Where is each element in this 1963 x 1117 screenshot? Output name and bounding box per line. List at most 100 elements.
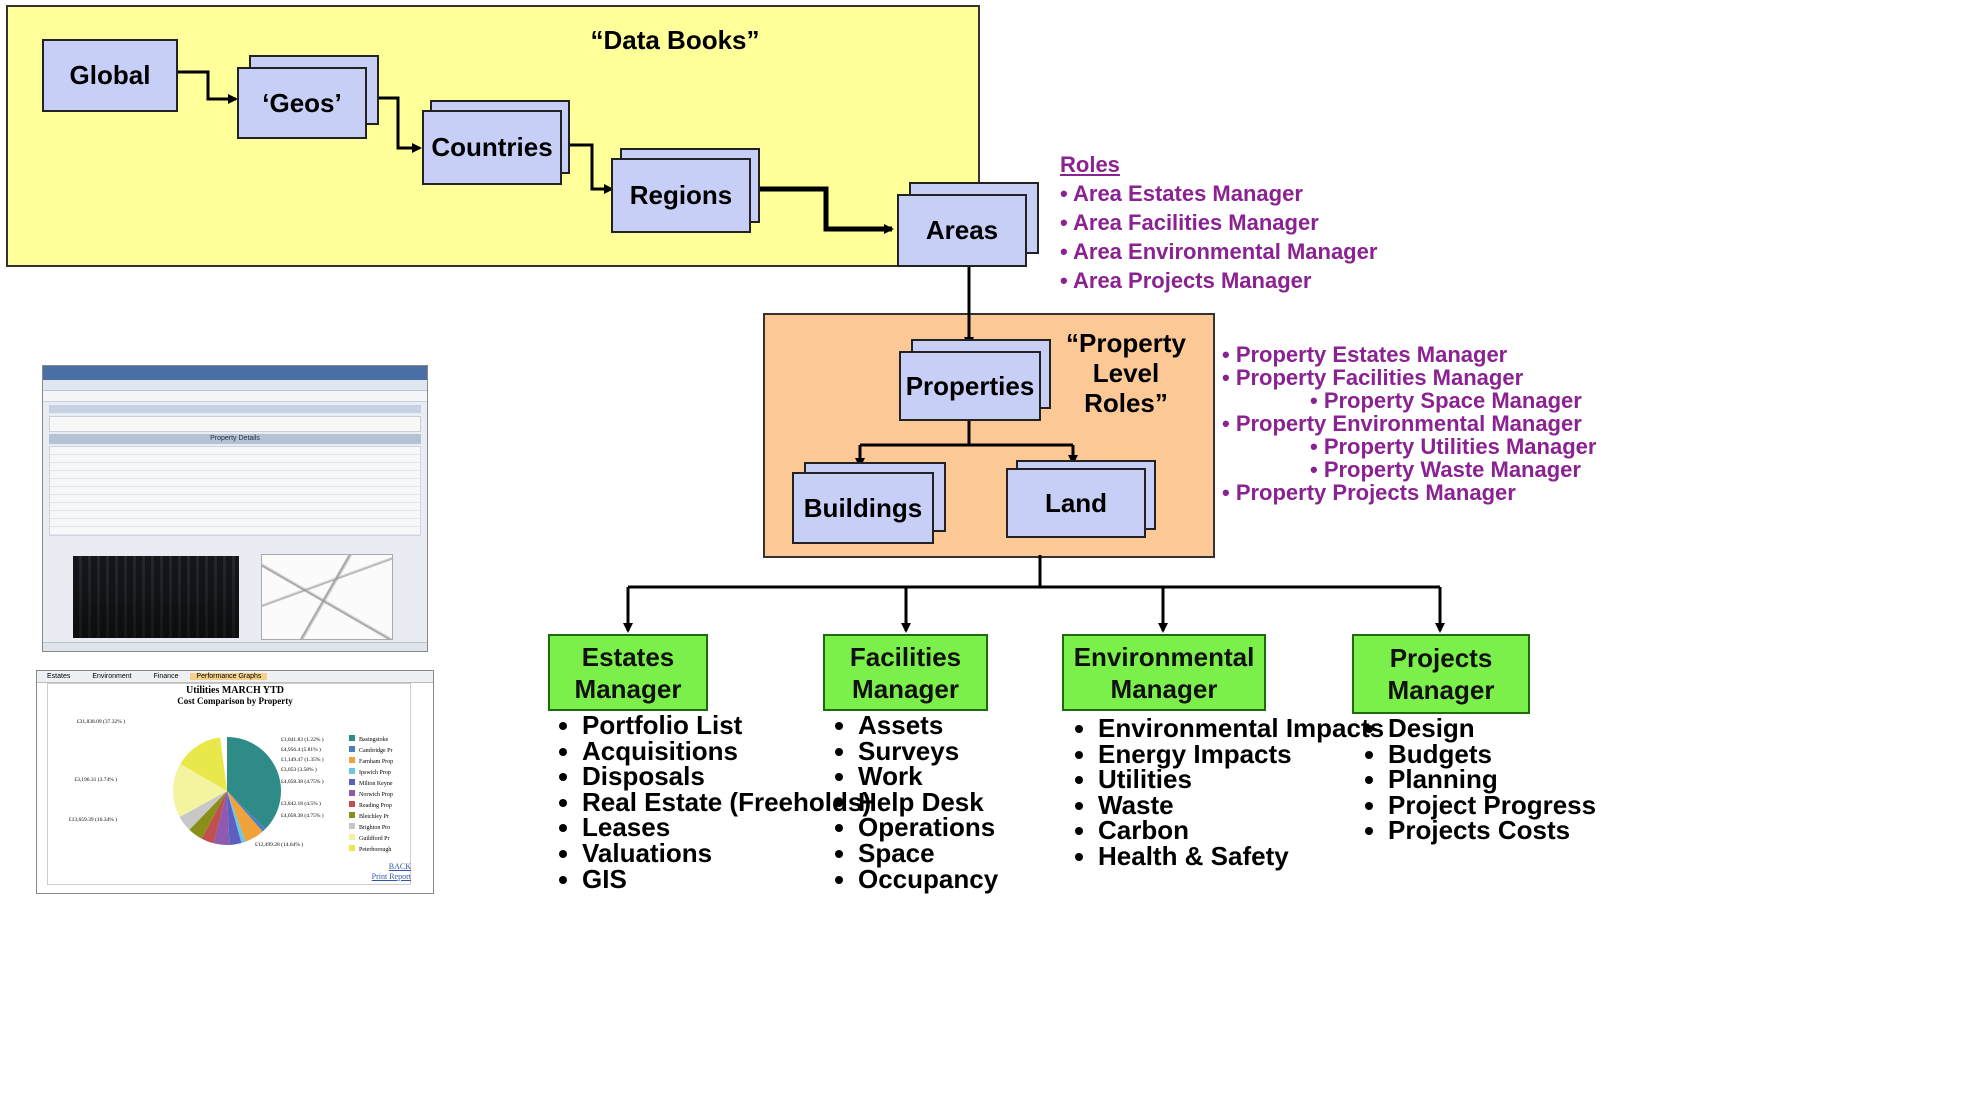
node-buildings-label: Buildings [792, 472, 934, 544]
pie-slice-label: £3,196.31 (3.74% ) [74, 776, 117, 783]
pie-slice-label: £13,659.39 (16.34% ) [69, 816, 117, 823]
node-geos-label: ‘Geos’ [237, 67, 367, 139]
area-role: • Area Facilities Manager [1060, 210, 1319, 235]
list-item: Work [858, 763, 998, 790]
tab-environment[interactable]: Environment [92, 673, 132, 680]
list-item: Waste [1098, 792, 1384, 819]
list-item: Projects Costs [1388, 818, 1596, 844]
list-item: Design [1388, 715, 1596, 742]
pie-slice-label: £4,058.38 (4.75% ) [281, 778, 324, 785]
pie-slice-label: £1,041.83 (1.22% ) [281, 736, 324, 743]
estates-manager-line2: Manager [574, 673, 682, 704]
list-item: Help Desk [858, 789, 998, 816]
node-areas-label: Areas [897, 194, 1027, 267]
facilities-items: Assets Surveys Work Help Desk Operations… [824, 712, 998, 893]
tab-finance[interactable]: Finance [153, 673, 179, 680]
area-roles-heading: Roles [1060, 152, 1120, 177]
node-regions-label: Regions [611, 158, 751, 233]
property-roles-list: • Property Estates Manager • Property Fa… [1222, 343, 1596, 504]
property-level-label-line1: “Property [1066, 328, 1186, 358]
legend-swatch [349, 823, 355, 829]
property-role: • Property Waste Manager [1310, 457, 1581, 482]
legend-swatch [349, 757, 355, 763]
list-item: Disposals [582, 763, 871, 790]
arrow-countries-regions [562, 143, 614, 194]
pie-slice [201, 791, 227, 844]
legend-label: Guildford Pr [359, 835, 390, 842]
legend-label: Milton Keyne [359, 781, 393, 787]
legend-label: Norwich Prop [359, 792, 393, 798]
projects-items: Design Budgets Planning Project Progress… [1354, 715, 1596, 844]
environmental-manager-line1: Environmental [1073, 641, 1255, 672]
legend-label: Farnham Prop [359, 759, 393, 765]
property-role: • Property Environmental Manager [1222, 411, 1582, 436]
legend-label: Bletchley Pr [359, 814, 389, 820]
pie-slice [213, 791, 230, 845]
pie-slice [227, 791, 246, 844]
list-item: Occupancy [858, 866, 998, 893]
legend-swatch [349, 790, 355, 796]
map-thumbnail [261, 554, 393, 640]
area-role: • Area Projects Manager [1060, 268, 1312, 293]
tab-estates[interactable]: Estates [47, 673, 71, 680]
report-title-1: Utilities MARCH YTD [186, 685, 284, 696]
list-item: Leases [582, 815, 871, 841]
list-item: Carbon [1098, 818, 1384, 844]
legend-swatch [349, 735, 355, 741]
list-item: Environmental Impacts [1098, 715, 1384, 742]
arrow-global-geos [178, 70, 238, 104]
node-land-label: Land [1006, 468, 1146, 538]
report-title-2: Cost Comparison by Property [177, 696, 293, 706]
list-item: Budgets [1388, 741, 1596, 768]
list-item: Portfolio List [582, 712, 871, 739]
pie-slice-label: £3,842.18 (4.5% ) [281, 800, 321, 807]
legend-swatch [349, 779, 355, 785]
property-form-screenshot: Property Details [42, 365, 428, 652]
list-item: Operations [858, 815, 998, 841]
pie-slice [179, 791, 227, 830]
list-item: Health & Safety [1098, 843, 1384, 870]
arrow-regions-areas [753, 186, 894, 234]
estates-items: Portfolio List Acquisitions Disposals Re… [548, 712, 871, 892]
environmental-manager-box: Environmental Manager [1062, 634, 1266, 711]
pie-slice [189, 791, 227, 839]
legend-label: Peterborough [359, 847, 391, 853]
pie-slice [227, 791, 242, 845]
projects-manager-line2: Manager [1387, 675, 1495, 705]
property-role: • Property Estates Manager [1222, 342, 1508, 367]
list-item: Real Estate (Freeholds) [582, 789, 871, 816]
facilities-manager-box: Facilities Manager [823, 634, 988, 711]
pie-slice [227, 737, 282, 829]
node-global-label: Global [42, 39, 178, 112]
data-books-label: “Data Books” [590, 25, 760, 55]
legend-swatch [349, 801, 355, 807]
report-back-link[interactable]: BACK [388, 862, 411, 871]
pie-slice-label: £4,058.38 (4.75% ) [281, 812, 324, 819]
pie-slice [173, 763, 227, 817]
list-item: Space [858, 840, 998, 867]
list-item: Assets [858, 712, 998, 739]
pie-slice-label: £3,053 (3.58% ) [281, 766, 317, 773]
property-role: • Property Facilities Manager [1222, 365, 1524, 390]
pie-slice-label: £12,499.28 (14.64% ) [255, 841, 303, 848]
legend-swatch [349, 812, 355, 818]
property-form-section-title: Property Details [49, 434, 421, 444]
utilities-pie-chart: £31,838.09 (37.32% )£1,041.83 (1.22% )£4… [69, 718, 393, 853]
report-tabs: Estates Environment Finance Performance … [37, 671, 433, 683]
facilities-manager-line1: Facilities [849, 641, 962, 672]
legend-label: Brighton Pro [359, 825, 390, 831]
environmental-manager-line2: Manager [1110, 673, 1218, 704]
report-print-link[interactable]: Print Report [371, 872, 411, 881]
list-item: Planning [1388, 766, 1596, 793]
legend-swatch [349, 746, 355, 752]
pie-slice [180, 737, 227, 791]
area-role: • Area Estates Manager [1060, 181, 1303, 206]
legend-label: Ipswich Prop [359, 770, 391, 776]
estates-manager-box: Estates Manager [548, 634, 708, 711]
list-item: Valuations [582, 840, 871, 867]
tab-performance-graphs[interactable]: Performance Graphs [190, 673, 268, 680]
legend-swatch [349, 834, 355, 840]
estates-manager-line1: Estates [581, 641, 675, 672]
property-level-label: “Property Level Roles” [1060, 328, 1192, 418]
